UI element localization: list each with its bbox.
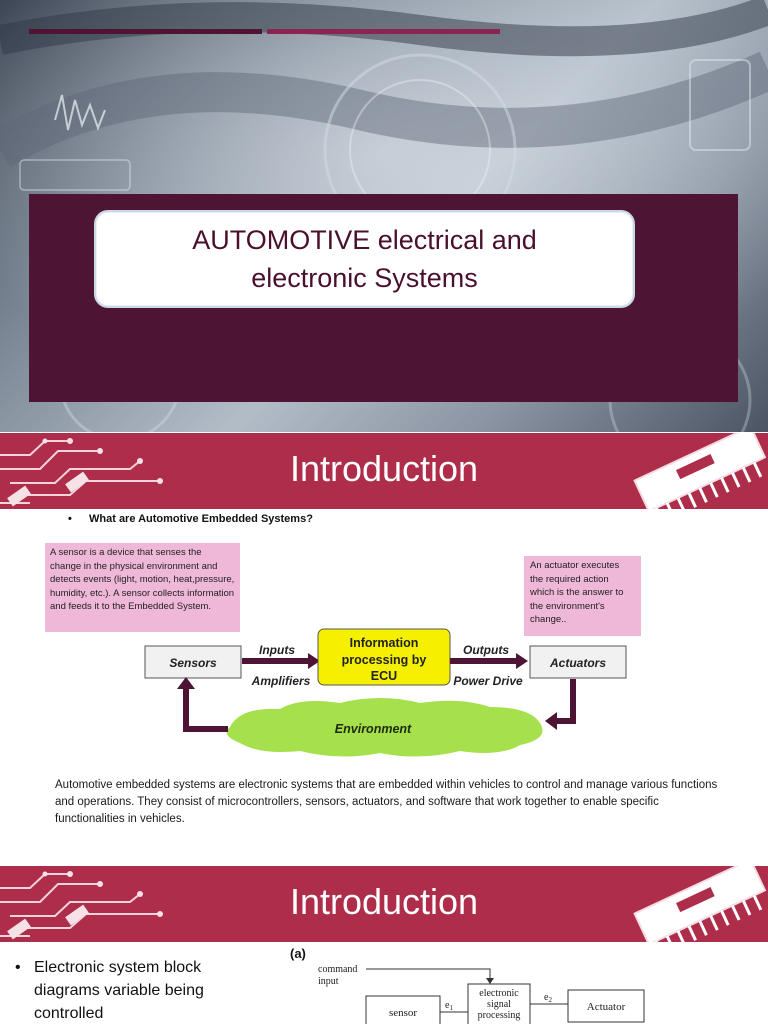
title-card: AUTOMOTIVE electrical and electronic Sys… [94, 210, 635, 308]
command-label-line2: input [318, 976, 339, 987]
actuator-block [567, 989, 645, 1023]
signal-processing-block [467, 983, 531, 1024]
outputs-label: Outputs [463, 643, 509, 657]
ecu-label-line2: processing by [342, 653, 427, 667]
microchip-icon [633, 433, 767, 509]
introduction-slide-1: Introduction • What are Automotive Embedd… [0, 433, 768, 865]
accent-bar-right [267, 29, 500, 34]
slide-title: AUTOMOTIVE electrical and electronic Sys… [192, 225, 537, 293]
actuator-definition-note: An actuator executes the required action… [524, 556, 641, 636]
actuators-label: Actuators [549, 656, 606, 670]
svg-text:e2: e2 [544, 992, 552, 1004]
processing-label-line3: processing [478, 1010, 521, 1021]
bullet-list: Electronic system block diagrams variabl… [15, 956, 265, 1024]
block-diagram-figure: (a) command input sensor e1 electronic s… [290, 946, 645, 1024]
microchip-icon [633, 866, 767, 942]
slide-header: Introduction [0, 866, 768, 942]
svg-text:e1: e1 [445, 1000, 453, 1012]
summary-paragraph: Automotive embedded systems are electron… [55, 779, 718, 825]
slide-heading: Introduction [289, 881, 479, 922]
sensors-box [144, 645, 242, 679]
environment-cloud [226, 698, 543, 757]
sensors-label: Sensors [169, 656, 217, 670]
bullet-item: Electronic system block diagrams variabl… [15, 956, 265, 1024]
introduction-slide-2: Introduction Electronic system block dia… [0, 866, 768, 1024]
circuit-traces-icon [0, 871, 163, 940]
slide-heading: Introduction [289, 448, 479, 489]
title-slide: AUTOMOTIVE electrical and electronic Sys… [0, 0, 768, 432]
feedback-arrowhead-right [545, 712, 557, 730]
command-line [366, 968, 491, 982]
processing-label-line2: signal [487, 999, 511, 1010]
e1-label: e [445, 1000, 450, 1011]
feedback-arrowhead-left [177, 677, 195, 689]
outputs-arrowhead [516, 653, 528, 669]
feedback-arrow-left [183, 687, 228, 732]
question-heading: • What are Automotive Embedded Systems? [68, 513, 313, 525]
sensor-definition-note: A sensor is a device that senses the cha… [45, 543, 240, 632]
circuit-traces-icon [0, 438, 163, 507]
amplifiers-label: Amplifiers [251, 674, 311, 688]
figure-label: (a) [290, 946, 306, 961]
processing-label-line1: electronic [479, 988, 519, 999]
sensor-block-label: sensor [389, 1007, 417, 1019]
question-text: What are Automotive Embedded Systems? [89, 513, 313, 525]
ecu-label-line3: ECU [371, 669, 397, 683]
actuator-block-label: Actuator [587, 1001, 626, 1013]
command-arrowhead [486, 978, 494, 984]
actuators-box [529, 645, 627, 679]
embedded-system-diagram: Sensors Inputs Amplifiers Information pr… [144, 628, 627, 757]
inputs-arrowhead [308, 653, 320, 669]
e1-subscript: 1 [449, 1004, 453, 1012]
ecu-box [317, 628, 451, 686]
ecu-label-line1: Information [350, 636, 419, 650]
command-label-line1: command [318, 964, 357, 975]
e2-label: e [544, 992, 549, 1003]
feedback-arrow-right [555, 679, 576, 724]
power-drive-label: Power Drive [453, 674, 523, 688]
e2-subscript: 2 [548, 996, 552, 1004]
slide-header: Introduction [0, 433, 768, 509]
bullet-glyph: • [68, 513, 72, 525]
environment-label: Environment [335, 722, 412, 736]
inputs-label: Inputs [259, 643, 295, 657]
accent-bar-left [29, 29, 262, 34]
